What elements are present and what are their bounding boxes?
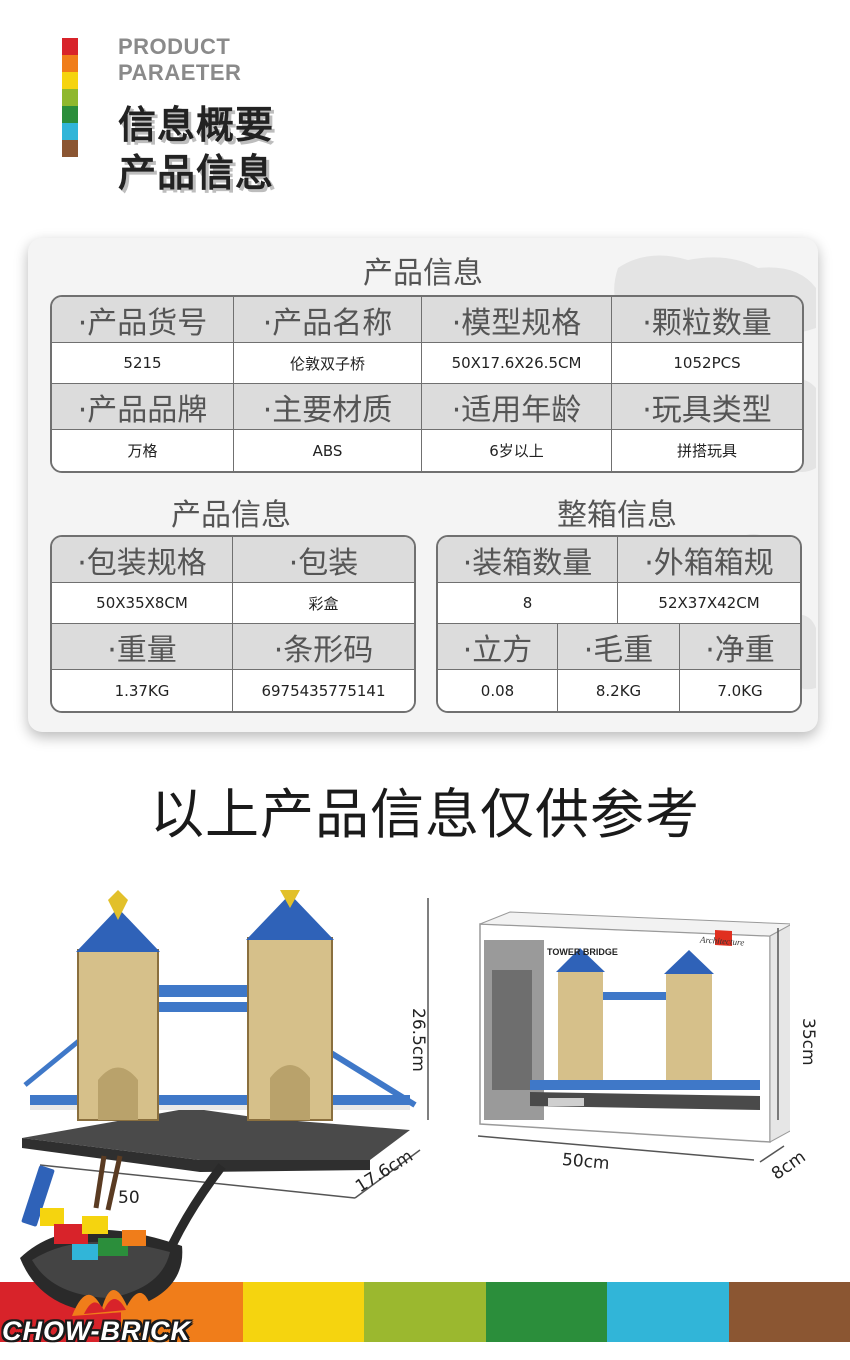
carton-table-title: 整箱信息 (557, 498, 677, 533)
box-title: TOWER BRIDGE (547, 947, 618, 957)
box-width-label: 50cm (561, 1149, 611, 1175)
header-english: PRODUCT PARAETER (118, 34, 241, 86)
header-cell-age: ·适用年龄 (422, 384, 612, 430)
header-en-line-1: PRODUCT (118, 34, 231, 59)
value-cell-package-size: 50X35X8CM (52, 583, 233, 624)
main-table-title: 产品信息 (363, 256, 483, 291)
value-cell-age: 6岁以上 (422, 430, 612, 471)
table-row: 8 52X37X42CM (438, 583, 801, 624)
value-cell-piece-count: 1052PCS (612, 343, 802, 384)
header-cell-carton-size: ·外箱箱规 (618, 537, 801, 583)
color-swatch-cyan (62, 123, 78, 140)
value-cell-material: ABS (234, 430, 422, 471)
color-swatch-green (62, 106, 78, 123)
header-cell-package-size: ·包装规格 (52, 537, 233, 583)
table-row: ·产品货号 ·产品名称 ·模型规格 ·颗粒数量 (52, 297, 802, 343)
stripe-yellow (242, 1282, 365, 1342)
header-cell-volume: ·立方 (438, 624, 558, 670)
stripe-green (485, 1282, 608, 1342)
header-cell-item-no: ·产品货号 (52, 297, 234, 343)
value-cell-weight: 1.37KG (52, 670, 233, 711)
header-cell-weight: ·重量 (52, 624, 233, 670)
table-row: 万格 ABS 6岁以上 拼搭玩具 (52, 430, 802, 471)
value-cell-net-weight: 7.0KG (680, 670, 801, 711)
header-cell-barcode: ·条形码 (233, 624, 414, 670)
table-row: ·立方 ·毛重 ·净重 (438, 624, 801, 670)
stripe-lime (364, 1282, 486, 1342)
table-row: 1.37KG 6975435775141 (52, 670, 414, 711)
stripe-cyan (607, 1282, 729, 1342)
box-height-label: 35cm (798, 1018, 818, 1066)
table-row: ·装箱数量 ·外箱箱规 (438, 537, 801, 583)
value-cell-gross-weight: 8.2KG (558, 670, 681, 711)
model-length-label: 50 (118, 1188, 140, 1208)
package-table-title: 产品信息 (171, 498, 291, 533)
product-box-image (477, 911, 790, 1163)
value-cell-name: 伦敦双子桥 (234, 343, 422, 384)
carton-spec-table: ·装箱数量 ·外箱箱规 8 52X37X42CM ·立方 ·毛重 ·净重 0.0… (436, 535, 803, 713)
header-cell-material: ·主要材质 (234, 384, 422, 430)
color-swatch-orange (62, 55, 78, 72)
header-cell-package: ·包装 (233, 537, 414, 583)
value-cell-carton-qty: 8 (438, 583, 619, 624)
value-cell-toy-type: 拼搭玩具 (612, 430, 802, 471)
header-cn-line-1: 信息概要 (118, 103, 275, 147)
value-cell-barcode: 6975435775141 (233, 670, 414, 711)
built-model-image (22, 890, 429, 1199)
header-cell-piece-count: ·颗粒数量 (612, 297, 802, 343)
value-cell-carton-size: 52X37X42CM (618, 583, 801, 624)
product-info-card: 产品信息 ·产品货号 ·产品名称 ·模型规格 ·颗粒数量 5215 伦敦双子桥 … (28, 238, 818, 732)
color-swatch-yellow (62, 72, 78, 89)
stripe-brown (728, 1282, 850, 1342)
header-cell-model-size: ·模型规格 (422, 297, 612, 343)
table-row: ·包装规格 ·包装 (52, 537, 414, 583)
color-swatch-brown (62, 140, 78, 157)
table-row: 0.08 8.2KG 7.0KG (438, 670, 801, 711)
value-cell-item-no: 5215 (52, 343, 234, 384)
color-swatch-lime (62, 89, 78, 106)
value-cell-brand: 万格 (52, 430, 234, 471)
color-swatch-column (62, 38, 78, 157)
header-cell-gross-weight: ·毛重 (558, 624, 681, 670)
header-cell-brand: ·产品品牌 (52, 384, 234, 430)
table-row: ·重量 ·条形码 (52, 624, 414, 670)
package-spec-table: ·包装规格 ·包装 50X35X8CM 彩盒 ·重量 ·条形码 1.37KG 6… (50, 535, 416, 713)
header-cn-line-2: 产品信息 (118, 151, 275, 195)
color-swatch-red (62, 38, 78, 55)
header-cell-carton-qty: ·装箱数量 (438, 537, 619, 583)
color-stripe (0, 1282, 850, 1342)
brand-logo-text: CHOW-BRICK (2, 1316, 191, 1346)
model-height-label: 26.5cm (408, 1008, 428, 1072)
header-cell-toy-type: ·玩具类型 (612, 384, 802, 430)
header-cell-net-weight: ·净重 (680, 624, 801, 670)
value-cell-volume: 0.08 (438, 670, 558, 711)
table-row: 5215 伦敦双子桥 50X17.6X26.5CM 1052PCS (52, 343, 802, 384)
wok-logo-icon (20, 1155, 226, 1316)
header-cell-name: ·产品名称 (234, 297, 422, 343)
main-spec-table: ·产品货号 ·产品名称 ·模型规格 ·颗粒数量 5215 伦敦双子桥 50X17… (50, 295, 804, 473)
value-cell-model-size: 50X17.6X26.5CM (422, 343, 612, 384)
header-en-line-2: PARAETER (118, 60, 242, 85)
disclaimer-text: 以上产品信息仅供参考 (150, 783, 700, 846)
table-row: 50X35X8CM 彩盒 (52, 583, 414, 624)
table-row: ·产品品牌 ·主要材质 ·适用年龄 ·玩具类型 (52, 384, 802, 430)
value-cell-package: 彩盒 (233, 583, 414, 624)
